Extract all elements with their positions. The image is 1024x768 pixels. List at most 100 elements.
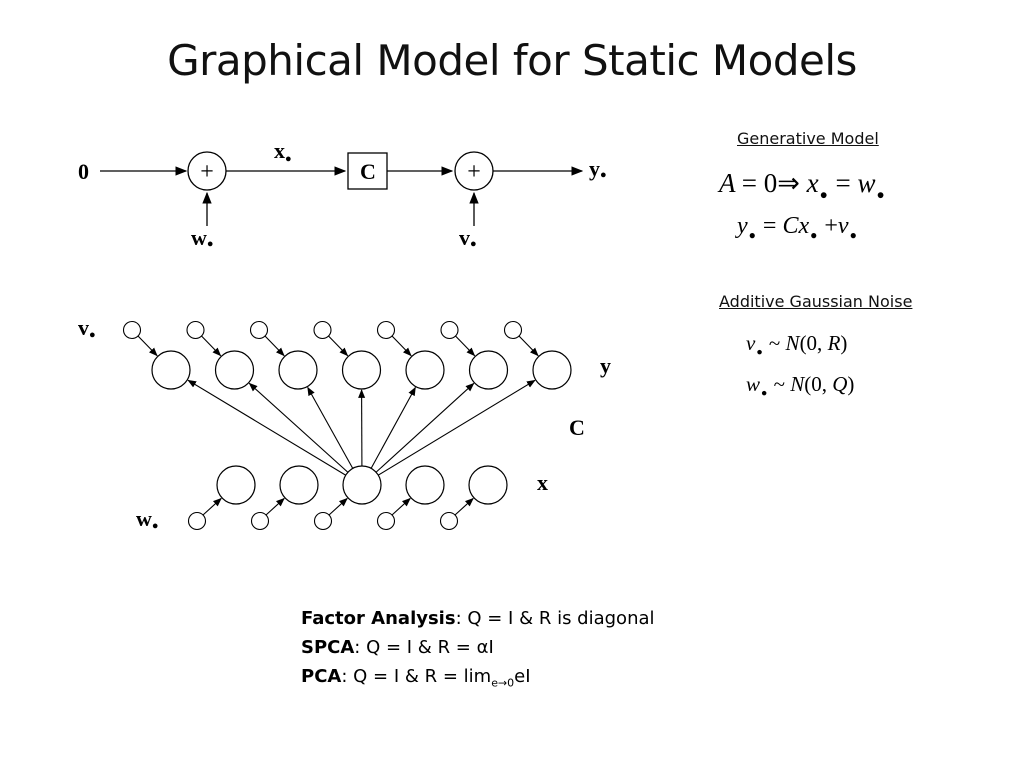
cov-q: Q [832, 372, 848, 396]
state-node [216, 465, 256, 505]
model-notes: Factor Analysis: Q = I & R is diagonal S… [301, 604, 655, 698]
bullet: ● [810, 228, 818, 242]
bullet: ● [761, 388, 768, 400]
bullet: ● [152, 520, 159, 532]
noise-args: (0, [804, 372, 833, 396]
slide-title: Graphical Model for Static Models [167, 36, 857, 85]
obs-noise-arrow [328, 335, 349, 357]
loading-arrow [307, 386, 363, 486]
state-node [279, 465, 319, 505]
network-obs-noise-label: v● [78, 315, 96, 341]
eq-a: A [719, 168, 736, 198]
obs-node [468, 350, 509, 390]
sum-node-obs [454, 151, 494, 191]
note-subscript: e→0 [491, 676, 515, 690]
noise-close: ) [847, 372, 855, 396]
obs-noise-node [313, 320, 332, 340]
note-text: : Q = I & R = lim [341, 666, 492, 687]
state-label: x● [274, 138, 292, 165]
obs-noise-node [186, 320, 205, 340]
equation-observation: y● = Cx● +v● [737, 213, 858, 243]
state-noise-arrow [391, 497, 411, 516]
obs-noise-node [122, 320, 142, 340]
implies-symbol: ⇒ [777, 168, 800, 198]
cov-r: R [827, 331, 841, 355]
state-noise-arrow [454, 497, 474, 516]
loading-arrow [361, 382, 475, 486]
matrix-label: C [360, 159, 376, 184]
noise-w: w [746, 372, 761, 396]
bullet: ● [207, 238, 214, 250]
obs-noise-letter: v [459, 225, 470, 250]
noise-args: (0, [799, 331, 828, 355]
bullet: ● [849, 228, 857, 242]
note-factor-analysis: Factor Analysis: Q = I & R is diagonal [301, 604, 655, 633]
state-noise-node [313, 511, 333, 531]
obs-node [341, 350, 382, 390]
network-obs-noise-letter: v [78, 315, 89, 340]
network-matrix-label: C [569, 415, 585, 440]
note-label: PCA [301, 666, 342, 687]
state-node [405, 465, 445, 505]
noise-heading: Additive Gaussian Noise [719, 292, 913, 311]
equation-state-noise: w● ~ N(0, Q) [746, 372, 854, 399]
eq-x: x [806, 168, 819, 198]
loading-arrow [361, 386, 416, 486]
state-node [342, 465, 382, 505]
equation-state: A = 0⇒ x● = w● [719, 168, 886, 203]
bullet: ● [748, 228, 756, 242]
eq-equals: = [762, 213, 777, 239]
tilde: ~ [773, 372, 785, 396]
note-text: : Q = I & R is diagonal [455, 608, 655, 629]
noise-v: v [746, 331, 756, 355]
output-letter: y [589, 156, 600, 181]
bullet: ● [89, 329, 96, 341]
network-state-noise-letter: w [136, 506, 152, 531]
obs-noise-arrow [518, 335, 539, 357]
network-state-layer-label: x [537, 470, 548, 495]
normal-n: N [785, 331, 800, 355]
note-label: Factor Analysis [301, 608, 456, 629]
eq-v: v [837, 213, 849, 239]
generative-model-heading: Generative Model [737, 129, 879, 148]
state-noise-arrow [265, 497, 285, 516]
block-diagram-flow: 0 + w● x● C + v● y● [78, 138, 607, 250]
bullet: ● [600, 169, 607, 181]
obs-noise-node [376, 320, 396, 340]
eq-zero: 0 [763, 168, 778, 198]
state-noise-label: w● [191, 225, 214, 250]
network-diagram [122, 320, 572, 531]
obs-noise-node [503, 320, 523, 340]
note-text: eI [514, 666, 531, 687]
obs-node [405, 350, 445, 390]
output-label: y● [589, 156, 607, 181]
obs-noise-label: v● [459, 225, 477, 250]
eq-plus: + [824, 213, 838, 239]
sum-symbol-state: + [200, 159, 214, 185]
input-label: 0 [78, 159, 89, 184]
state-noise-letter: w [191, 225, 207, 250]
obs-noise-arrow [264, 335, 285, 357]
state-node [468, 465, 508, 505]
eq-equals: = [835, 168, 851, 198]
bullet: ● [819, 186, 828, 202]
obs-node [214, 350, 255, 390]
sum-symbol-obs: + [467, 159, 481, 185]
obs-node [532, 350, 572, 390]
sum-node-state [187, 151, 227, 191]
note-label: SPCA [301, 637, 355, 658]
state-letter: x [274, 138, 285, 163]
loading-arrow [248, 382, 363, 486]
state-noise-arrow [202, 497, 222, 516]
state-noise-node [250, 511, 270, 531]
note-text: : Q = I & R = αI [354, 637, 494, 658]
obs-node [278, 350, 318, 390]
eq-equals: = [741, 168, 757, 198]
bullet: ● [876, 186, 885, 202]
obs-noise-node [440, 320, 459, 340]
bullet: ● [756, 347, 763, 359]
loading-arrow [361, 379, 536, 486]
obs-noise-arrow [391, 335, 412, 357]
eq-y: y [737, 213, 748, 239]
eq-cx: Cx [782, 213, 810, 239]
